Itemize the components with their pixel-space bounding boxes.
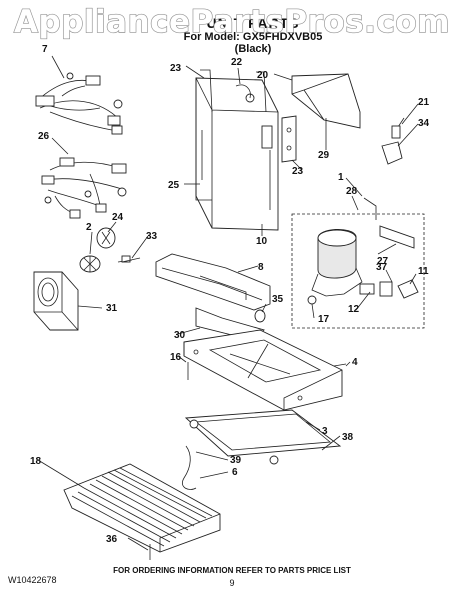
compressor-assembly-drawing — [291, 197, 425, 329]
document-number: W10422678 — [8, 575, 57, 585]
duct-20-drawing — [291, 73, 361, 129]
callout-21: 21 — [418, 97, 430, 108]
callout-3: 3 — [322, 426, 328, 437]
callout-22: 22 — [231, 57, 243, 68]
callout-7: 7 — [42, 44, 48, 55]
bracket-23-drawing — [281, 115, 297, 163]
callout-28: 28 — [346, 186, 358, 197]
callout-20: 20 — [257, 70, 269, 81]
condenser-panel-drawing — [195, 69, 279, 231]
fan-shroud-drawing — [33, 271, 79, 331]
callout-29: 29 — [318, 150, 330, 161]
wire-harness-26-drawing — [41, 157, 127, 219]
wire-harness-7-drawing — [35, 72, 123, 135]
callout-34: 34 — [418, 118, 430, 129]
callout-23-right: 23 — [292, 166, 304, 177]
callout-25: 25 — [168, 180, 180, 191]
callout-31: 31 — [106, 303, 118, 314]
ordering-notice: FOR ORDERING INFORMATION REFER TO PARTS … — [113, 566, 351, 575]
title-model: For Model: GX5FHDXVB05 — [183, 31, 323, 43]
callout-16: 16 — [170, 352, 182, 363]
drain-trough-drawing — [155, 253, 271, 311]
callout-8: 8 — [258, 262, 264, 273]
callout-6: 6 — [232, 467, 238, 478]
callout-24: 24 — [112, 212, 124, 223]
callout-36: 36 — [106, 534, 118, 545]
callout-leaders — [37, 55, 419, 551]
callout-10: 10 — [256, 236, 268, 247]
fitting-35-drawing — [254, 309, 266, 323]
callout-27: 27 — [377, 256, 389, 267]
callout-1: 1 — [338, 172, 344, 183]
screw-33-drawing — [121, 257, 141, 263]
callout-4: 4 — [352, 357, 358, 368]
title-heading: UNIT PARTS — [206, 15, 300, 31]
cord-39-6-drawing — [182, 445, 197, 490]
callout-33: 33 — [146, 231, 158, 242]
callout-11: 11 — [418, 266, 429, 277]
base-pan-drawing — [183, 329, 343, 411]
title-color: (Black) — [234, 43, 272, 55]
callout-2: 2 — [86, 222, 92, 233]
diagram-title: UNIT PARTS For Model: GX5FHDXVB05 (Black… — [178, 15, 328, 56]
clip-21-34-drawing — [381, 117, 405, 165]
callout-38: 38 — [342, 432, 354, 443]
callout-17: 17 — [318, 314, 330, 325]
screw-4-drawing — [333, 363, 347, 367]
callout-23-top: 23 — [170, 63, 182, 74]
condenser-coil-drawing — [63, 463, 221, 553]
callout-18: 18 — [30, 456, 42, 467]
fan-motor-drawing — [79, 227, 133, 273]
watermark: AppliancePartsPros.com — [13, 3, 450, 40]
callout-12: 12 — [348, 304, 360, 315]
page-number: 9 — [229, 578, 235, 588]
callout-26: 26 — [38, 131, 50, 142]
rail-3-38-drawing — [184, 409, 342, 465]
callout-35: 35 — [272, 294, 284, 305]
callout-37: 37 — [376, 262, 388, 273]
callout-30: 30 — [174, 330, 186, 341]
callout-39: 39 — [230, 455, 242, 466]
